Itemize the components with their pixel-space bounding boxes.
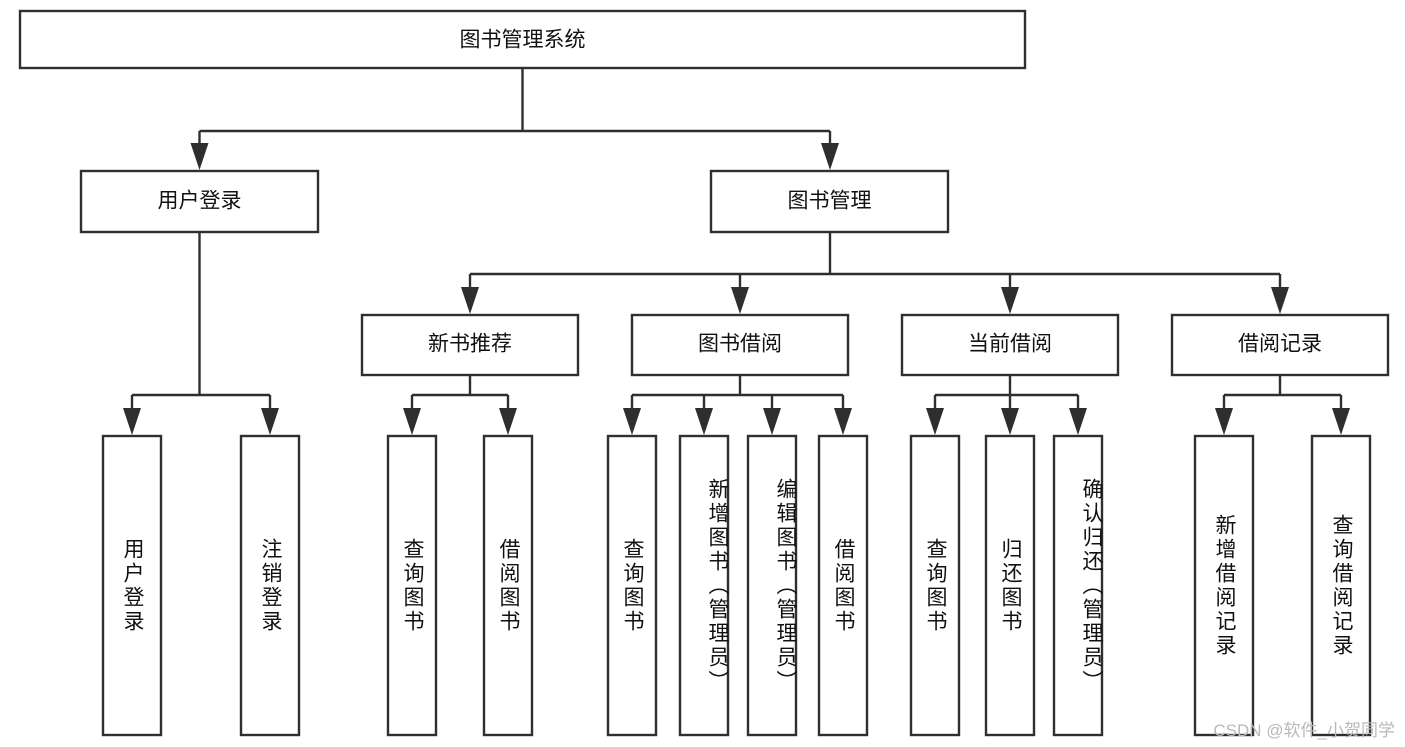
- node-new-book-recommend[interactable]: 新书推荐: [360, 313, 580, 377]
- node-leaf-query-record-box[interactable]: [1310, 434, 1372, 737]
- node-leaf-edit-book-box[interactable]: [746, 434, 798, 737]
- connector-bookmanage-to-level3: [461, 232, 1289, 314]
- node-book-manage-label: 图书管理: [788, 190, 872, 213]
- csdn-watermark: CSDN @软件_小贺同学: [1213, 721, 1395, 740]
- arrow-head-icon: [821, 143, 839, 170]
- node-leaf-add-book-box[interactable]: [678, 434, 730, 737]
- connector-userlogin-to-leaves: [123, 232, 279, 435]
- node-root-box[interactable]: [18, 9, 1027, 70]
- connector-borrowrecord-to-leaves: [1215, 375, 1350, 435]
- connector-bookborrow-to-leaves: [623, 375, 852, 435]
- arrow-head-icon: [1069, 408, 1087, 435]
- node-book-manage-box[interactable]: [709, 169, 950, 234]
- arrow-head-icon: [926, 408, 944, 435]
- node-leaf-add-record-box[interactable]: [1193, 434, 1255, 737]
- arrow-head-icon: [261, 408, 279, 435]
- node-borrow-record[interactable]: 借阅记录: [1170, 313, 1390, 377]
- node-leaf-query-book-cur-box[interactable]: [909, 434, 961, 737]
- node-book-borrow-box[interactable]: [630, 313, 850, 377]
- node-user-login[interactable]: 用户登录: [79, 169, 320, 234]
- arrow-head-icon: [190, 143, 209, 170]
- node-book-borrow-label: 图书借阅: [698, 333, 782, 356]
- arrow-head-icon: [461, 287, 479, 314]
- node-leaf-confirm-return-box[interactable]: [1052, 434, 1104, 737]
- node-new-book-recommend-box[interactable]: [360, 313, 580, 377]
- node-leaf-borrow-book-rec-box[interactable]: [482, 434, 534, 737]
- node-book-borrow[interactable]: 图书借阅: [630, 313, 850, 377]
- node-user-login-label: 用户登录: [158, 190, 242, 213]
- connector-root-to-level2: [190, 68, 839, 170]
- node-root[interactable]: 图书管理系统: [18, 9, 1027, 70]
- arrow-head-icon: [1001, 408, 1019, 435]
- node-borrow-record-label: 借阅记录: [1238, 333, 1322, 356]
- node-user-login-box[interactable]: [79, 169, 320, 234]
- node-borrow-record-box[interactable]: [1170, 313, 1390, 377]
- arrow-head-icon: [695, 408, 713, 435]
- node-current-borrow-box[interactable]: [900, 313, 1120, 377]
- arrow-head-icon: [623, 408, 641, 435]
- node-leaf-return-book-box[interactable]: [984, 434, 1036, 737]
- node-book-manage[interactable]: 图书管理: [709, 169, 950, 234]
- arrow-head-icon: [763, 408, 781, 435]
- arrow-head-icon: [499, 408, 517, 435]
- arrow-head-icon: [1001, 287, 1019, 314]
- arrow-head-icon: [403, 408, 421, 435]
- node-leaf-user-login-box[interactable]: [101, 434, 163, 737]
- node-leaf-borrow-book-box[interactable]: [817, 434, 869, 737]
- node-current-borrow[interactable]: 当前借阅: [900, 313, 1120, 377]
- arrow-head-icon: [123, 408, 141, 435]
- node-new-book-recommend-label: 新书推荐: [428, 333, 512, 356]
- connector-currentborrow-to-leaves: [926, 375, 1087, 435]
- arrow-head-icon: [731, 287, 749, 314]
- node-leaf-query-book-rec-box[interactable]: [386, 434, 438, 737]
- node-leaf-query-book-borrow-box[interactable]: [606, 434, 658, 737]
- node-root-label: 图书管理系统: [460, 29, 586, 52]
- node-current-borrow-label: 当前借阅: [968, 333, 1052, 356]
- node-leaf-logout-login-box[interactable]: [239, 434, 301, 737]
- arrow-head-icon: [1271, 287, 1289, 314]
- arrow-head-icon: [1332, 408, 1350, 435]
- arrow-head-icon: [1215, 408, 1233, 435]
- connector-newbook-to-leaves: [403, 375, 517, 435]
- arrow-head-icon: [834, 408, 852, 435]
